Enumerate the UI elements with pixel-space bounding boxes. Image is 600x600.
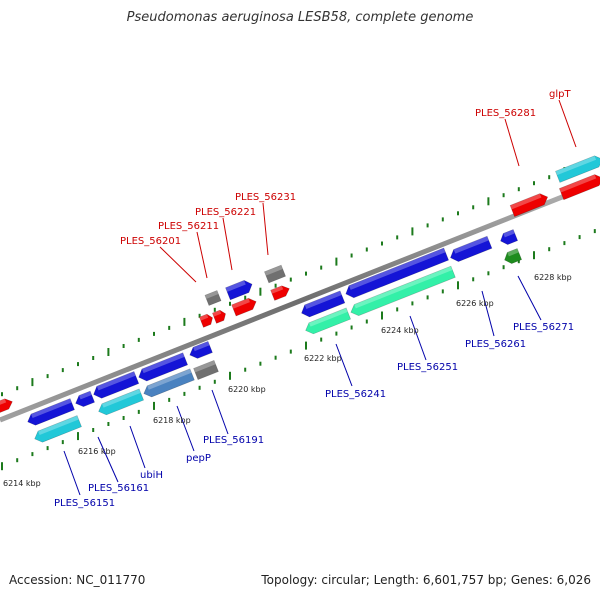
gene-label-ples-56261[interactable]: PLES_56261 bbox=[465, 339, 526, 350]
gene-arrow-ples-56231[interactable] bbox=[264, 264, 286, 284]
inner-tick-row bbox=[1, 229, 596, 471]
callout-line bbox=[409, 315, 427, 361]
gene-arrow-blue[interactable] bbox=[188, 340, 213, 360]
gene-label-ples-56191[interactable]: PLES_56191 bbox=[203, 435, 264, 446]
kbp-label-6222: 6222 kbp bbox=[304, 354, 342, 363]
kbp-label-6218: 6218 kbp bbox=[153, 416, 191, 425]
gene-arrow-ples-56241[interactable] bbox=[299, 290, 346, 319]
gene-features bbox=[0, 154, 600, 445]
gene-label-ples-56281[interactable]: PLES_56281 bbox=[475, 108, 536, 119]
gene-arrow-blue[interactable] bbox=[136, 352, 189, 384]
callout-line bbox=[211, 389, 229, 435]
gene-label-ubih[interactable]: ubiH bbox=[140, 470, 163, 481]
callout-line bbox=[196, 231, 208, 279]
forward-gene-labels: PLES_56201 PLES_56211 PLES_56221 PLES_56… bbox=[120, 89, 571, 247]
callout-line bbox=[481, 290, 495, 337]
gene-arrow-ples-56221[interactable] bbox=[225, 278, 255, 301]
kbp-label-6220: 6220 kbp bbox=[228, 385, 266, 394]
gene-arrow-red[interactable] bbox=[199, 313, 214, 328]
gene-arrow-red[interactable] bbox=[0, 397, 14, 414]
gene-arrow-ples-56261[interactable] bbox=[448, 235, 493, 264]
gene-callouts bbox=[63, 99, 577, 496]
callout-line bbox=[176, 405, 195, 452]
gene-label-glpt[interactable]: glpT bbox=[549, 89, 571, 100]
gene-arrow-pepp[interactable] bbox=[142, 368, 195, 399]
kbp-label-6226: 6226 kbp bbox=[456, 299, 494, 308]
gene-arrow-ples-56251[interactable] bbox=[343, 247, 449, 300]
gene-arrow-red[interactable] bbox=[558, 172, 600, 201]
outer-tick-row bbox=[1, 157, 596, 397]
gene-arrow-ples-56241[interactable] bbox=[303, 307, 351, 336]
callout-line bbox=[517, 275, 542, 321]
gene-arrow-red[interactable] bbox=[231, 296, 259, 317]
kbp-label-6214: 6214 kbp bbox=[3, 479, 41, 488]
gene-label-ples-56251[interactable]: PLES_56251 bbox=[397, 362, 458, 373]
genome-backbone bbox=[0, 179, 600, 423]
gene-arrow-glpt[interactable] bbox=[555, 154, 600, 183]
callout-line bbox=[504, 118, 520, 167]
reverse-gene-labels: PLES_56151 PLES_56161 ubiH pepP PLES_561… bbox=[54, 322, 574, 509]
gene-arrow-blue[interactable] bbox=[73, 390, 95, 409]
kbp-label-6216: 6216 kbp bbox=[78, 447, 116, 456]
callout-line bbox=[159, 246, 197, 283]
callout-line bbox=[558, 99, 577, 148]
gene-arrow-ples-56161[interactable] bbox=[32, 415, 82, 445]
gene-label-ples-56231[interactable]: PLES_56231 bbox=[235, 192, 296, 203]
gene-label-ples-56221[interactable]: PLES_56221 bbox=[195, 207, 256, 218]
genome-summary-text: Topology: circular; Length: 6,601,757 bp… bbox=[261, 573, 591, 587]
gene-label-ples-56161[interactable]: PLES_56161 bbox=[88, 483, 149, 494]
callout-line bbox=[129, 425, 146, 469]
gene-arrow-ples-56281[interactable] bbox=[509, 191, 550, 217]
gene-label-ples-56271[interactable]: PLES_56271 bbox=[513, 322, 574, 333]
kbp-label-6228: 6228 kbp bbox=[534, 273, 572, 282]
gene-arrow-ples-56271[interactable] bbox=[498, 229, 519, 246]
callout-line bbox=[335, 343, 353, 387]
kbp-label-6224: 6224 kbp bbox=[381, 326, 419, 335]
callout-line bbox=[262, 202, 269, 256]
gene-label-ples-56151[interactable]: PLES_56151 bbox=[54, 498, 115, 509]
map-title: Pseudomonas aeruginosa LESB58, complete … bbox=[126, 10, 474, 25]
callout-line bbox=[63, 450, 81, 496]
gene-arrow-ples-56201[interactable] bbox=[204, 290, 222, 306]
position-labels: 6214 kbp 6216 kbp 6218 kbp 6220 kbp 6222… bbox=[3, 273, 572, 488]
callout-line bbox=[222, 217, 233, 271]
gene-label-ples-56201[interactable]: PLES_56201 bbox=[120, 236, 181, 247]
gene-arrow-red[interactable] bbox=[270, 284, 292, 301]
gene-arrow-ples-56191[interactable] bbox=[193, 359, 219, 381]
gene-arrow-blue[interactable] bbox=[91, 371, 140, 400]
accession-text: Accession: NC_011770 bbox=[9, 573, 146, 587]
gene-label-pepp[interactable]: pepP bbox=[186, 453, 211, 464]
gene-arrow-ples-56211[interactable] bbox=[212, 309, 227, 324]
gene-label-ples-56211[interactable]: PLES_56211 bbox=[158, 221, 219, 232]
gene-label-ples-56241[interactable]: PLES_56241 bbox=[325, 389, 386, 400]
gene-arrow-ubih[interactable] bbox=[96, 388, 144, 417]
gene-arrow-ples-56251[interactable] bbox=[349, 265, 456, 318]
gene-arrow-ples-56151[interactable] bbox=[25, 398, 75, 428]
gene-arrow-green[interactable] bbox=[502, 248, 523, 265]
callout-line bbox=[97, 436, 119, 483]
